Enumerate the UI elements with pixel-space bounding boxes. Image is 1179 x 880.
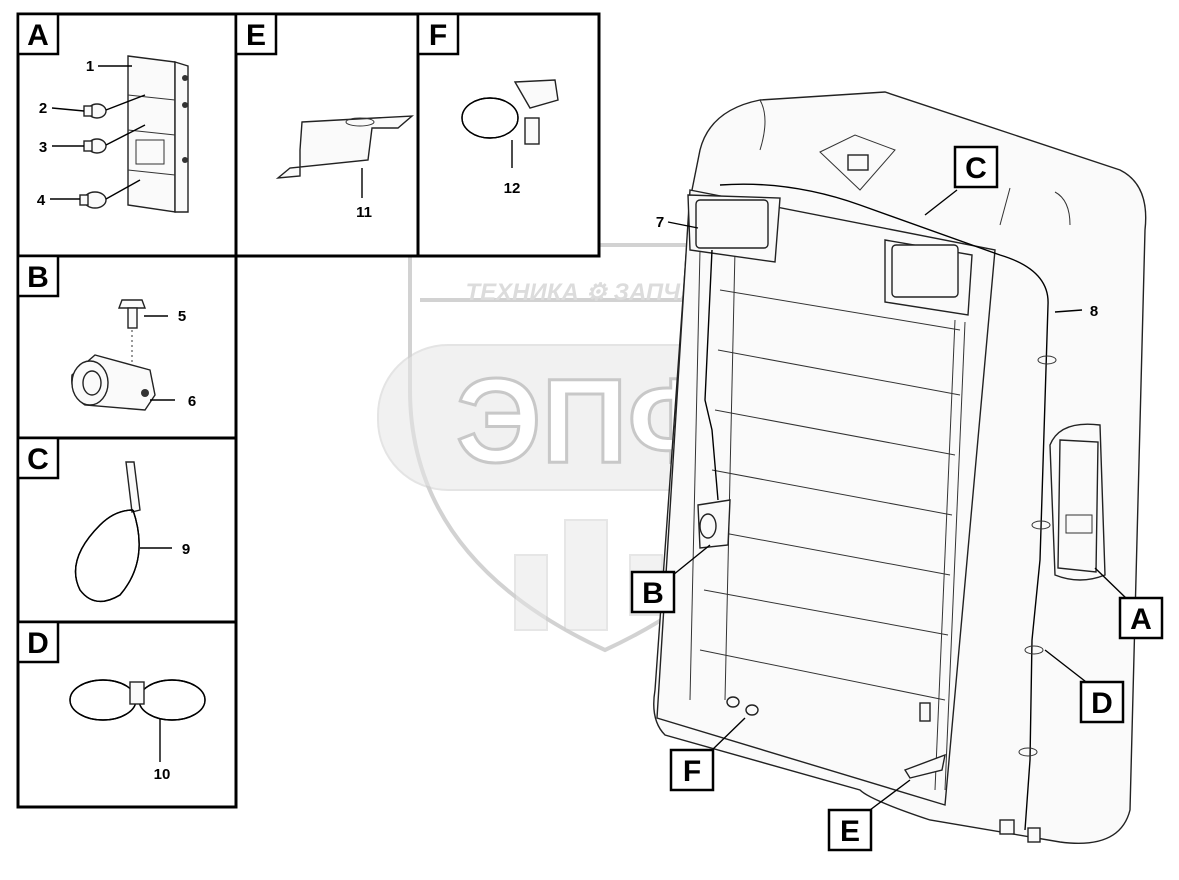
panel-d: D 10 bbox=[16, 620, 238, 809]
bulb-2-drawing bbox=[83, 94, 146, 119]
panel-d-letter: D bbox=[27, 627, 49, 660]
panel-c: C 9 bbox=[16, 436, 238, 624]
panel-c-letter: C bbox=[27, 443, 49, 476]
callout-c-letter: C bbox=[965, 152, 987, 185]
bottom-bolt bbox=[919, 702, 931, 722]
part-number-5: 5 bbox=[178, 308, 186, 325]
callout-c: C bbox=[924, 145, 999, 216]
clamp-block-drawing bbox=[71, 354, 156, 411]
callout-f-letter: F bbox=[683, 755, 701, 788]
bulb-4-drawing bbox=[79, 179, 141, 209]
work-lamp-left bbox=[687, 194, 781, 263]
part-number-11: 11 bbox=[356, 204, 372, 221]
part-number-6: 6 bbox=[188, 393, 196, 410]
panel-e-letter: E bbox=[246, 19, 266, 52]
part-number-1: 1 bbox=[86, 58, 94, 75]
callout-d: D bbox=[1044, 649, 1125, 724]
part-number-3: 3 bbox=[39, 139, 47, 156]
panel-a-letter: A bbox=[27, 19, 49, 52]
callout-e: E bbox=[827, 779, 911, 852]
pipe-clip-drawing bbox=[461, 79, 559, 145]
panel-b-letter: B bbox=[27, 261, 49, 294]
part-number-4: 4 bbox=[37, 192, 46, 209]
part-number-8: 8 bbox=[1090, 303, 1098, 320]
panel-a: A 1 bbox=[16, 12, 238, 258]
callout-b: B bbox=[630, 544, 711, 614]
tail-lamp-drawing bbox=[127, 55, 189, 213]
part-number-2: 2 bbox=[39, 100, 47, 117]
rear-door-assembly bbox=[653, 91, 1147, 844]
post-clamp bbox=[697, 499, 731, 549]
callout-b-letter: B bbox=[642, 577, 664, 610]
panel-f: F 12 bbox=[416, 12, 601, 258]
cable-tie-drawing bbox=[74, 461, 141, 603]
bracket-drawing bbox=[275, 115, 415, 179]
callout-f: F bbox=[669, 717, 746, 792]
panel-f-letter: F bbox=[429, 19, 447, 52]
part-number-12: 12 bbox=[504, 180, 521, 197]
callout-e-letter: E bbox=[840, 815, 860, 848]
side-tail-lamp bbox=[1049, 423, 1106, 581]
callout-d-letter: D bbox=[1091, 687, 1113, 720]
part-number-9: 9 bbox=[182, 541, 190, 558]
louvre-slats bbox=[699, 289, 966, 791]
bulb-3-drawing bbox=[83, 124, 146, 154]
callout-a-letter: A bbox=[1130, 603, 1152, 636]
work-lamp-right bbox=[884, 239, 973, 316]
double-clamp-drawing bbox=[69, 679, 206, 721]
part-number-10: 10 bbox=[154, 766, 171, 783]
panel-b: B 5 6 bbox=[16, 254, 238, 440]
wiring-harness bbox=[704, 183, 1057, 843]
bottom-clips bbox=[726, 696, 759, 716]
callout-a: A bbox=[1094, 567, 1164, 640]
roof-connector bbox=[819, 134, 896, 191]
bottom-bracket bbox=[903, 753, 946, 779]
part-number-7: 7 bbox=[656, 214, 664, 231]
panel-e: E 11 bbox=[234, 12, 420, 258]
